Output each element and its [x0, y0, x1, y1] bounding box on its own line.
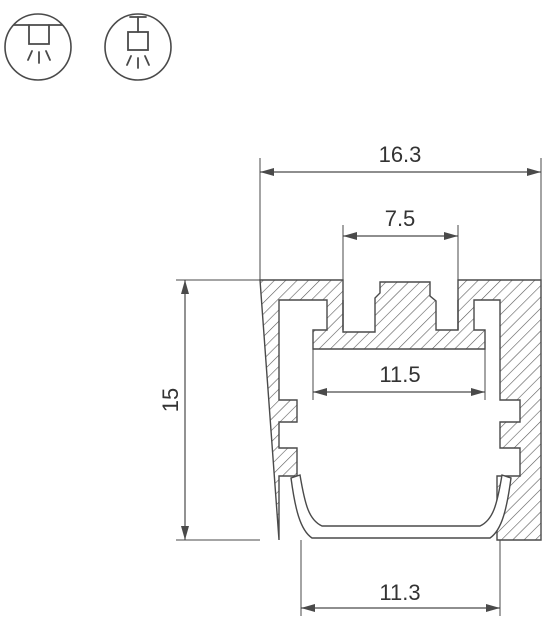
- height-label: 15: [158, 388, 183, 412]
- dimension-overall-width: 16.3: [259, 142, 542, 280]
- inner-width-label: 11.5: [379, 362, 420, 387]
- profile-body: [259, 279, 542, 541]
- diffuser: [290, 474, 512, 539]
- diffuser-width-label: 11.3: [379, 580, 420, 605]
- ceiling-recessed-mount-icon: [4, 13, 72, 81]
- overall-width-label: 16.3: [379, 142, 422, 167]
- dimension-diffuser-width: 11.3: [300, 540, 501, 616]
- dimension-height: 15: [158, 279, 260, 541]
- dimension-top-slot-width: 7.5: [342, 206, 459, 282]
- top-slot-width-label: 7.5: [385, 206, 416, 231]
- pendant-suspended-mount-icon: [104, 13, 172, 81]
- dimension-inner-width: 11.5: [312, 349, 486, 400]
